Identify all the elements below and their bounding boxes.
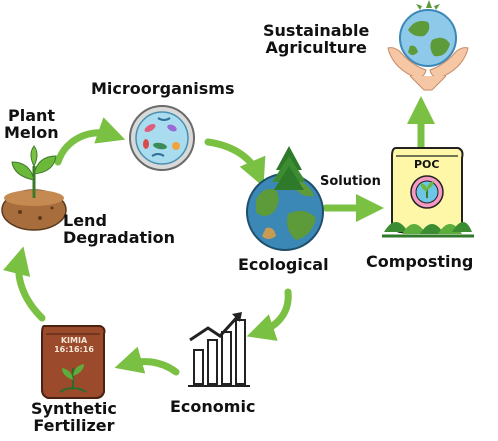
label-synthetic-fertilizer: Synthetic Fertilizer <box>31 400 117 435</box>
label-microorganisms: Microorganisms <box>91 79 235 98</box>
arrow-plant-to-microorganisms <box>54 117 126 166</box>
growth-chart-icon <box>188 312 250 387</box>
label-composting: Composting <box>366 252 474 271</box>
arrow-economic-to-fertilizer <box>114 346 180 376</box>
fertilizer-bag-icon <box>41 325 106 399</box>
arrow-ecological-to-economic <box>246 288 292 341</box>
label-solution: Solution <box>320 174 381 189</box>
label-plant-line1: Plant <box>8 106 56 125</box>
label-sustainable-agriculture: Sustainable Agriculture <box>263 22 369 57</box>
label-economic: Economic <box>170 397 256 416</box>
fertilizer-brand: KIMIA <box>60 336 88 345</box>
label-plant-line2: Melon <box>4 123 59 143</box>
sprout-soil-icon <box>1 145 67 231</box>
label-sustainable-line2: Agriculture <box>265 38 367 58</box>
label-lend-line1: Lend <box>63 211 107 230</box>
arrow-microorganisms-to-ecological <box>204 138 266 187</box>
arrow-fertilizer-to-lend <box>3 246 46 322</box>
label-lend-line2: Degradation <box>63 228 176 248</box>
label-synthetic-line1: Synthetic <box>31 399 117 418</box>
label-sustainable-line1: Sustainable <box>263 21 370 40</box>
fertilizer-bag-label: KIMIA 16:16:16 <box>46 336 102 355</box>
hands-globe-icon <box>387 0 469 91</box>
label-ecological: Ecological <box>238 255 329 274</box>
label-lend-degradation: Lend Degradation <box>63 212 175 247</box>
compost-bag-icon <box>382 147 474 238</box>
cycle-arrows <box>3 96 435 376</box>
label-plant-melon: Plant Melon <box>4 107 59 142</box>
label-synthetic-line2: Fertilizer <box>33 416 115 436</box>
fertilizer-formula: 16:16:16 <box>54 344 94 354</box>
petri-dish-icon <box>129 105 195 171</box>
compost-bag-label: POC <box>414 158 440 171</box>
earth-tree-icon <box>246 146 324 251</box>
